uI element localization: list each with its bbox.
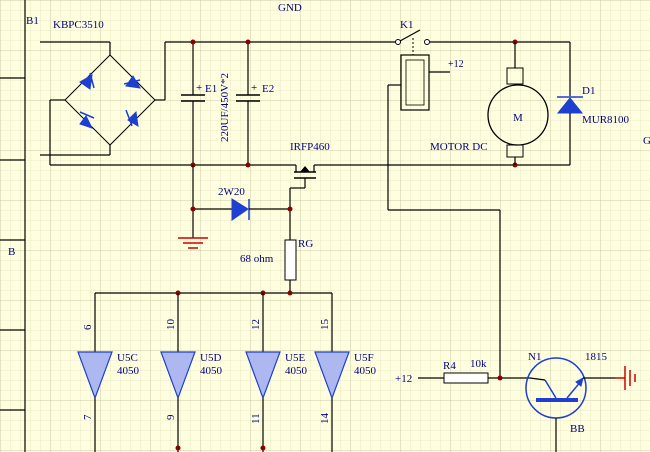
b-left-label: B [8,246,15,258]
svg-text:+: + [196,82,202,94]
part-1815-label: 1815 [585,351,608,363]
pin15-label: 15 [319,319,331,331]
pin12-label: 12 [250,319,262,330]
buffer-u5e[interactable] [245,293,281,452]
u5d-part-label: 4050 [200,365,223,377]
transistor-n1[interactable] [525,357,615,452]
bridge-rectifier[interactable] [40,41,166,165]
u5e-label: U5E [285,352,305,364]
g-edge-label: G [643,135,650,147]
r4-12v-label: +12 [395,373,412,385]
relay-12v-label: +12 [448,59,464,70]
u5e-part-label: 4050 [285,365,308,377]
pin14-label: 14 [319,413,331,425]
ground-symbol-right [615,366,636,390]
capacitor-e2[interactable]: + [236,42,260,165]
r4-value-label: 10k [470,358,487,370]
irfp-label: IRFP460 [290,141,330,153]
u5f-label: U5F [354,352,374,364]
ohm-label: 68 ohm [240,253,274,265]
svg-text:+: + [251,82,257,94]
e1-label: E1 [205,83,217,95]
k1-label: K1 [400,19,413,31]
sheet-border [0,0,26,452]
motor-dc[interactable] [487,42,549,165]
pin7-label: 7 [82,414,94,420]
capacitor-e1[interactable]: + [181,42,205,165]
mur-label: MUR8100 [582,114,630,126]
e2-label: E2 [262,83,274,95]
motor-m-label: M [513,112,523,124]
n1-label: N1 [528,351,541,363]
buffer-u5f[interactable] [314,293,350,452]
u5f-part-label: 4050 [354,365,377,377]
mosfet-irfp460[interactable] [289,164,320,240]
pin10-label: 10 [165,319,177,331]
buffer-u5c[interactable] [77,293,113,452]
ground-symbol-left [178,237,208,249]
resistor-r4[interactable] [418,372,530,384]
rg-label: RG [298,238,313,250]
u5c-label: U5C [117,352,138,364]
bridge-part-label: KBPC3510 [53,19,104,31]
pin9-label: 9 [165,414,177,420]
buffer-u5d[interactable] [160,293,196,452]
motor-dc-label: MOTOR DC [430,141,488,153]
pin11-label: 11 [250,413,262,424]
pin6-label: 6 [82,324,94,330]
bb-label: BB [570,423,585,435]
u5d-label: U5D [200,352,221,364]
b1-label: B1 [26,15,39,27]
r4-label: R4 [443,360,456,372]
relay-k1[interactable] [387,29,501,378]
u5c-part-label: 4050 [117,365,140,377]
zener-label: 2W20 [218,186,245,198]
d1-label: D1 [582,85,595,97]
gnd-top-label: GND [278,2,302,14]
cap-value-label: 220UF/450V*2 [219,73,231,142]
zener-2w20[interactable] [192,165,290,238]
diode-d1[interactable] [556,42,584,165]
